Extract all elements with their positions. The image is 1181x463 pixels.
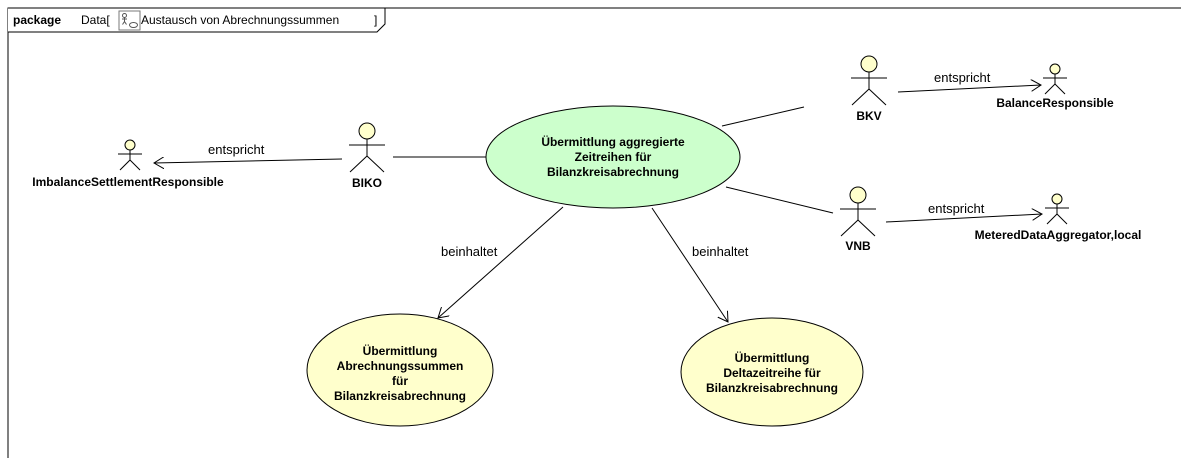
label-main-delta: beinhaltet	[692, 244, 749, 259]
use-case-main-shape	[485, 105, 741, 209]
actor-biko: BIKO	[349, 122, 385, 190]
actor-balance-figure	[1043, 63, 1067, 95]
actor-balance: BalanceResponsible	[996, 63, 1114, 110]
arrow-biko-imbalance	[154, 159, 343, 163]
use-case-main: Übermittlung aggregierte Zeitreihen für …	[485, 105, 741, 209]
associations	[393, 106, 834, 214]
actor-imbalance: ImbalanceSettlementResponsible	[32, 139, 224, 189]
package-frame: package Data[ Austausch von Abrechnungss…	[7, 7, 1181, 458]
use-case-sums-line-1: Übermittlung	[363, 343, 438, 358]
actor-biko-name: BIKO	[352, 176, 382, 190]
package-name-prefix: Data[	[81, 13, 110, 27]
actor-metered-name: MeteredDataAggregator,local	[975, 228, 1142, 242]
use-case-sums: Übermittlung Abrechnungssummen für Bilan…	[306, 313, 494, 427]
use-case-main-line-1: Übermittlung aggregierte	[541, 134, 685, 149]
use-case-sums-line-3: für	[392, 374, 408, 388]
actor-vnb-figure	[840, 186, 876, 237]
label-main-sums: beinhaltet	[441, 244, 498, 259]
package-keyword: package	[13, 13, 61, 27]
actor-bkv-figure	[851, 55, 887, 106]
use-case-delta-shape	[680, 317, 864, 427]
label-bkv-balance: entspricht	[934, 70, 991, 85]
actor-bkv-name: BKV	[856, 109, 881, 123]
use-case-diagram-icon	[118, 10, 141, 31]
actor-metered: MeteredDataAggregator,local	[975, 193, 1142, 242]
arrow-vnb-metered	[885, 214, 1042, 223]
label-biko-imbalance: entspricht	[208, 142, 265, 157]
use-case-delta-line-2: Deltazeitreihe für	[723, 366, 821, 380]
actor-vnb-name: VNB	[845, 239, 871, 253]
actor-vnb: VNB	[840, 186, 876, 253]
use-case-main-line-2: Zeitreihen für	[575, 150, 652, 164]
include-main-delta	[651, 207, 728, 322]
actor-biko-figure	[349, 122, 385, 173]
use-case-delta-line-3: Bilanzkreisabrechnung	[706, 381, 838, 395]
use-case-delta: Übermittlung Deltazeitreihe für Bilanzkr…	[680, 317, 864, 427]
association-main-bkv	[721, 106, 805, 127]
include-main-sums	[438, 206, 564, 318]
use-case-delta-line-1: Übermittlung	[735, 350, 810, 365]
use-case-main-line-3: Bilanzkreisabrechnung	[547, 165, 679, 179]
actor-metered-figure	[1045, 193, 1069, 225]
actor-imbalance-name: ImbalanceSettlementResponsible	[32, 175, 224, 189]
association-main-vnb	[725, 186, 834, 214]
diagram-title: Austausch von Abrechnungssummen	[141, 13, 339, 27]
actor-bkv: BKV	[851, 55, 887, 123]
arrow-bkv-balance	[897, 85, 1041, 93]
actor-balance-name: BalanceResponsible	[996, 96, 1114, 110]
relations: entspricht entspricht entspricht beinhal…	[154, 70, 1042, 322]
package-name-suffix: ]	[374, 13, 377, 27]
label-vnb-metered: entspricht	[928, 201, 985, 216]
use-case-sums-line-4: Bilanzkreisabrechnung	[334, 389, 466, 403]
package-tab	[8, 7, 386, 33]
actor-imbalance-figure	[118, 139, 142, 171]
use-case-sums-line-2: Abrechnungssummen	[337, 359, 464, 373]
use-case-sums-shape	[306, 313, 494, 427]
